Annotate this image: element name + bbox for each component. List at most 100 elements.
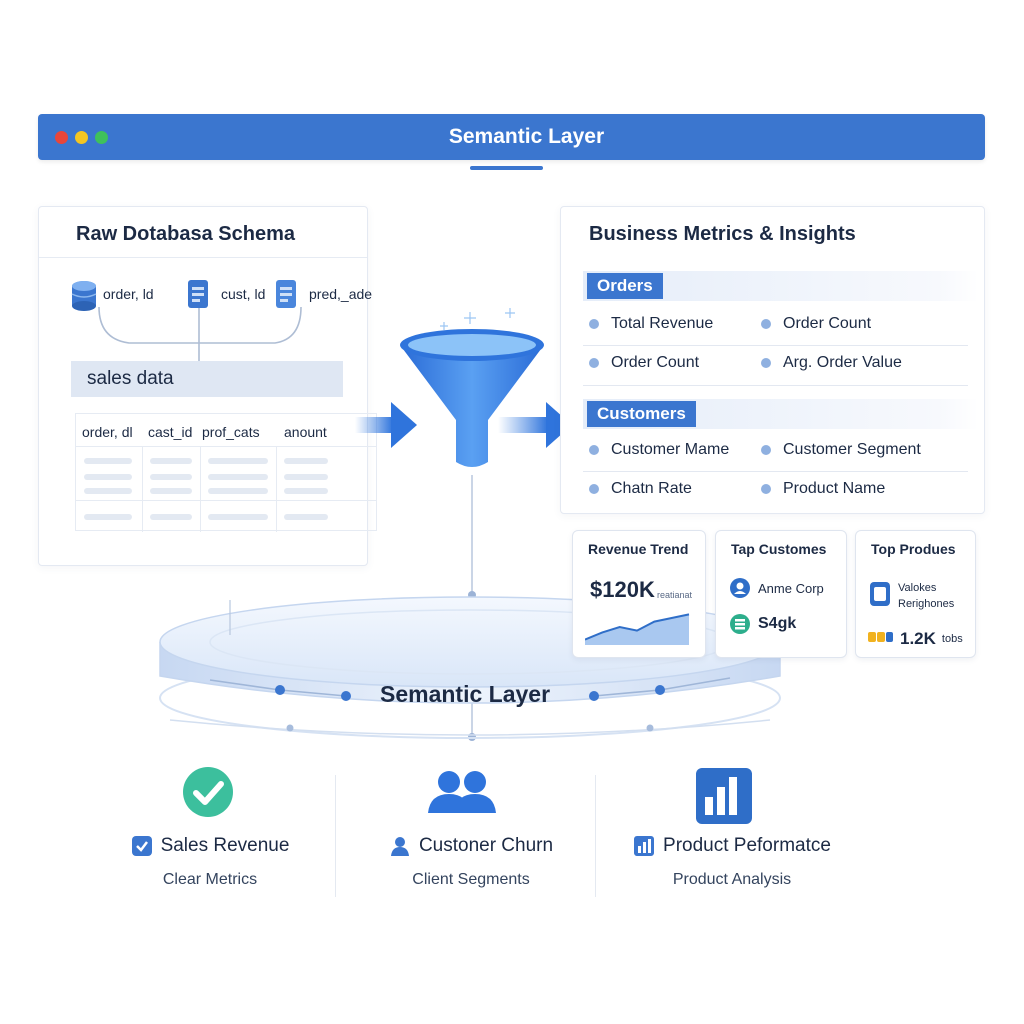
divider bbox=[583, 471, 968, 472]
schema-field-prod-code[interactable]: pred,_ade bbox=[275, 279, 372, 309]
customer-entry[interactable]: Anme Corp bbox=[730, 578, 824, 598]
feature-title: Sales Revenue bbox=[85, 835, 335, 857]
bullet-icon bbox=[761, 319, 771, 329]
window-title[interactable]: Semantic Layer bbox=[448, 125, 605, 148]
sparkline-area bbox=[585, 614, 689, 645]
sales-data-table-header[interactable]: sales data bbox=[71, 361, 343, 397]
cell-placeholder bbox=[284, 488, 328, 494]
cell-placeholder bbox=[284, 474, 328, 480]
feature-title: Custoner Churn bbox=[346, 835, 596, 857]
coins-icon bbox=[730, 614, 750, 634]
raw-schema-panel: Raw Dotabasa Schema order, ld bbox=[38, 206, 377, 566]
table-column-divider bbox=[276, 446, 277, 532]
cell-placeholder bbox=[150, 514, 192, 520]
bar-chart-icon bbox=[696, 768, 752, 824]
bullet-icon bbox=[589, 319, 599, 329]
product-entry[interactable]: Valokes Rerighones bbox=[868, 578, 954, 613]
bullet-icon bbox=[761, 484, 771, 494]
revenue-trend-card[interactable]: Revenue Trend $120K reatianat bbox=[572, 530, 706, 658]
group-header-orders[interactable]: Orders bbox=[583, 271, 978, 301]
metric-label: Customer Segment bbox=[783, 441, 921, 458]
schema-connector-lines bbox=[98, 306, 302, 362]
cell-placeholder bbox=[84, 458, 132, 464]
revenue-caption: reatianat bbox=[657, 590, 693, 600]
metric-item[interactable]: Total Revenue bbox=[589, 315, 713, 333]
metrics-panel-title: Business Metrics & Insights bbox=[589, 223, 856, 245]
table-column-divider bbox=[142, 446, 143, 532]
feature-title-text: Custoner Churn bbox=[418, 835, 554, 856]
business-metrics-panel: Business Metrics & Insights Orders Total… bbox=[560, 206, 985, 514]
metric-item[interactable]: Customer Mame bbox=[589, 441, 729, 459]
feature-title: Product Peformatce bbox=[607, 835, 857, 857]
funnel-icon bbox=[400, 308, 544, 467]
divider bbox=[583, 345, 968, 346]
package-icon bbox=[868, 578, 892, 613]
customer-entry[interactable]: S4gk bbox=[730, 614, 796, 634]
feature-subtitle: Product Analysis bbox=[672, 871, 792, 888]
metric-item[interactable]: Order Count bbox=[761, 315, 871, 333]
revenue-value: $120K bbox=[590, 577, 655, 602]
card-title: Revenue Trend bbox=[588, 541, 689, 557]
bullet-icon bbox=[761, 445, 771, 455]
metric-item[interactable]: Customer Segment bbox=[761, 441, 921, 459]
divider bbox=[595, 775, 596, 897]
platform-label: Semantic Layer bbox=[380, 681, 551, 707]
feature-subtitle: Client Segments bbox=[412, 871, 530, 888]
top-products-card[interactable]: Top Produes Valokes Rerighones 1.2K tobs bbox=[855, 530, 976, 658]
cell-placeholder bbox=[284, 458, 328, 464]
cell-placeholder bbox=[84, 488, 132, 494]
cell-placeholder bbox=[284, 514, 328, 520]
bullet-icon bbox=[761, 358, 771, 368]
table-row-divider bbox=[76, 500, 376, 501]
cell-placeholder bbox=[150, 488, 192, 494]
customer-value: S4gk bbox=[758, 615, 797, 632]
bullet-icon bbox=[589, 484, 599, 494]
product-value: 1.2K bbox=[900, 629, 936, 648]
schema-field-cust-id[interactable]: cust, ld bbox=[187, 279, 265, 309]
schema-field-order-id[interactable]: order, ld bbox=[69, 279, 154, 311]
divider bbox=[39, 257, 367, 258]
bar-chart-icon bbox=[634, 836, 655, 856]
product-unit: tobs bbox=[941, 633, 963, 645]
cell-placeholder bbox=[84, 474, 132, 480]
bullet-icon bbox=[589, 445, 599, 455]
metric-item[interactable]: Order Count bbox=[589, 354, 699, 372]
metric-label: Order Count bbox=[783, 315, 872, 332]
divider bbox=[335, 775, 336, 897]
card-title: Top Produes bbox=[871, 541, 956, 557]
checkbox-icon bbox=[131, 836, 152, 856]
cell-placeholder bbox=[150, 458, 192, 464]
metric-label: Product Name bbox=[783, 480, 886, 497]
metric-item[interactable]: Chatn Rate bbox=[589, 480, 692, 498]
cell-placeholder bbox=[150, 474, 192, 480]
cell-placeholder bbox=[208, 474, 268, 480]
bullet-icon bbox=[589, 358, 599, 368]
schema-field-label: order, ld bbox=[103, 286, 154, 302]
close-window-button[interactable] bbox=[55, 131, 68, 144]
minimize-window-button[interactable] bbox=[75, 131, 88, 144]
metric-label: Chatn Rate bbox=[611, 480, 692, 497]
metric-item[interactable]: Arg. Order Value bbox=[761, 354, 902, 372]
table-name: sales data bbox=[87, 368, 174, 389]
top-customers-card[interactable]: Tap Customes Anme Corp S4gk bbox=[715, 530, 847, 658]
table-column-divider bbox=[200, 446, 201, 532]
column-header: anount bbox=[284, 424, 327, 440]
sales-data-table: order, dl cast_id prof_cats anount bbox=[75, 413, 377, 532]
metric-label: Arg. Order Value bbox=[783, 354, 902, 371]
feature-subtitle: Clear Metrics bbox=[162, 871, 258, 888]
customer-name: Anme Corp bbox=[758, 580, 824, 596]
cell-placeholder bbox=[208, 488, 268, 494]
active-tab-indicator bbox=[470, 166, 543, 170]
product-subtitle: Rerighones bbox=[898, 597, 955, 610]
document-icon bbox=[275, 279, 301, 309]
product-stat: 1.2K tobs bbox=[868, 629, 963, 649]
group-header-customers[interactable]: Customers bbox=[583, 399, 978, 429]
arrow-right-icon bbox=[498, 402, 572, 448]
metric-label: Total Revenue bbox=[611, 315, 714, 332]
metric-label: Customer Mame bbox=[611, 441, 730, 458]
users-icon bbox=[428, 771, 496, 813]
feature-title-text: Product Peformatce bbox=[663, 835, 831, 856]
metric-item[interactable]: Product Name bbox=[761, 480, 885, 498]
sparkline-line bbox=[585, 613, 690, 641]
maximize-window-button[interactable] bbox=[95, 131, 108, 144]
